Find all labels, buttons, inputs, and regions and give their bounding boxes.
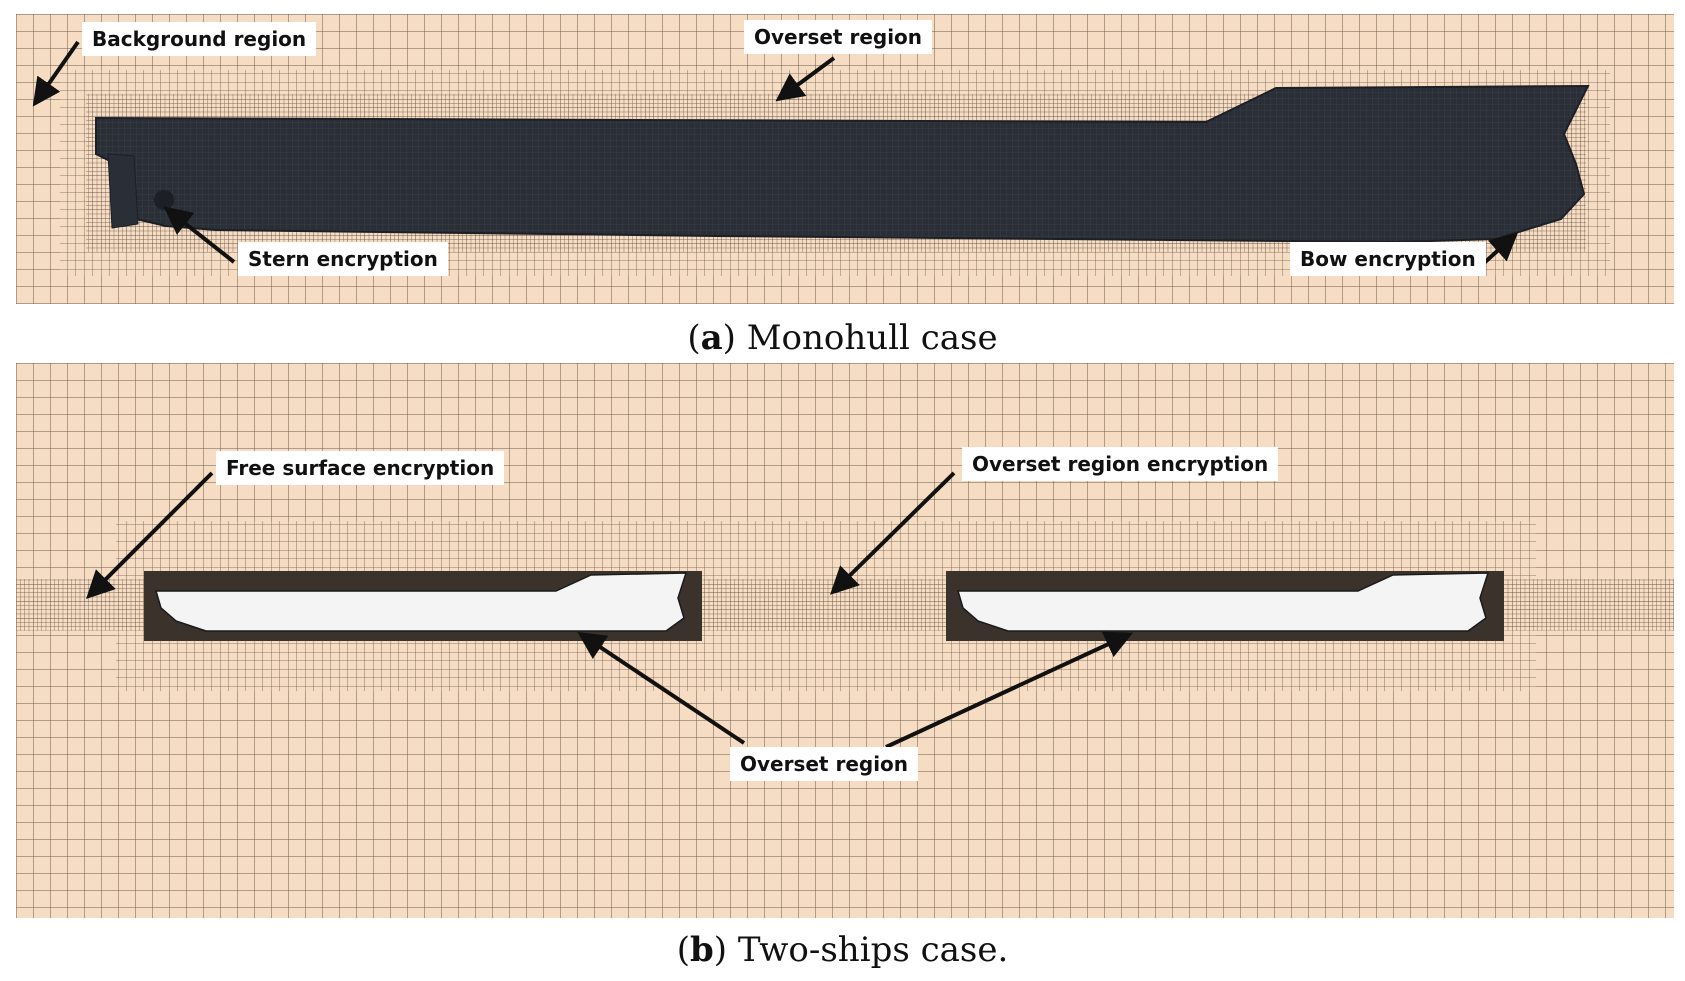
bow-encryption-label: Bow encryption [1290,242,1486,276]
caption-a: (a) Monohull case [687,318,998,358]
propeller-hub [154,190,174,210]
caption-a-text: Monohull case [746,318,998,358]
background-region-label: Background region [82,22,317,56]
caption-a-letter: a [700,318,723,358]
stern-encryption-arrow [163,206,236,264]
caption-b-letter: b [689,930,714,970]
caption-b: (b) Two-ships case. [676,930,1009,970]
background-region-arrow [32,40,80,107]
overset-region-arrow [775,56,836,102]
free-surface-encryption-label: Free surface encryption [216,451,505,485]
overset-region-arrow-left [577,631,746,745]
caption-b-text: Two-ships case. [737,930,1009,970]
two-ships-mesh-diagram [16,363,1674,918]
overset-region-arrow-right [885,631,1134,749]
ship-2-hull [956,572,1490,632]
stern-encryption-label: Stern encryption [238,242,448,276]
free-surface-encryption-arrow [86,471,214,599]
overset-region-encryption-label: Overset region encryption [962,447,1279,481]
overset-region-label: Overset region [744,20,933,54]
overset-region-encryption-arrow [830,471,956,595]
two-ships-mesh-panel: Free surface encryption Overset region e… [16,363,1674,918]
ship-1-hull [154,572,688,632]
overset-region-label: Overset region [730,747,919,781]
monohull-mesh-diagram [16,14,1674,304]
rudder [107,153,139,229]
monohull-mesh-panel: Background region Overset region Stern e… [16,14,1674,304]
